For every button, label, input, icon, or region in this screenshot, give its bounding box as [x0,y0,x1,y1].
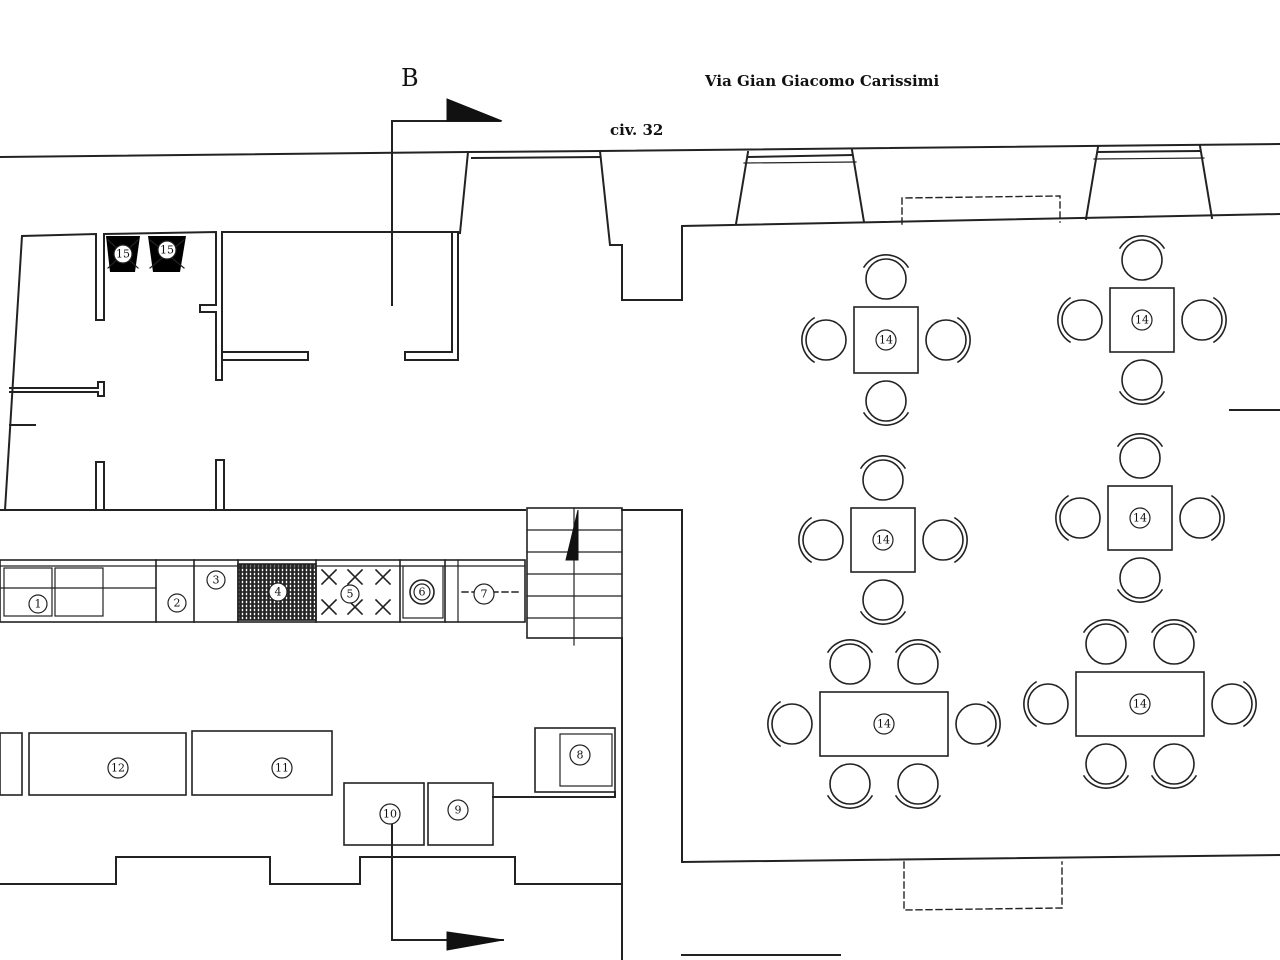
civic-number-label: civ. 32 [610,121,663,139]
table-number-label: 14 [877,718,891,731]
equipment-labels-counter: 1 2 3 4 5 6 7 [28,570,495,614]
chair [925,316,971,364]
service-rooms [0,230,683,511]
chair [801,316,847,364]
table-number-label: 14 [876,534,890,547]
dining-table-5: 14 [767,639,1001,809]
chair [922,516,968,564]
equipment-label-6: 6 [419,586,426,599]
fixture-label: 15 [116,248,130,261]
dining-table-6: 14 [1023,619,1257,789]
fixture-15a: 15 [106,236,140,272]
chair [1118,359,1166,405]
equipment-label-3: 3 [213,574,220,587]
dining-table-2: 14 [1057,235,1227,405]
street-name-label: Via Gian Giacomo Carissimi [704,72,940,90]
table-top [1109,287,1175,353]
chair [862,380,910,426]
dining-table-4: 14 [1055,433,1225,603]
chair [826,763,874,809]
section-line-top [391,98,503,306]
chair [1181,296,1227,344]
equipment-label-12: 12 [111,762,125,775]
chair [862,254,910,300]
chair [798,516,844,564]
equipment-labels-lower: 8 9 10 11 12 [107,744,591,825]
chair [1023,680,1069,728]
fixture-15b: 15 [148,236,186,272]
chair [859,579,907,625]
table-number-label: 14 [879,334,893,347]
equipment-label-11: 11 [275,762,289,775]
exterior-walls [0,142,1280,956]
dining-table-1: 14 [801,254,971,426]
chair [1082,743,1130,789]
chair [1116,433,1164,479]
chair [894,763,942,809]
lower-kitchen [0,727,623,885]
equipment-label-2: 2 [174,597,181,610]
dining-table-3: 14 [798,455,968,625]
chair [894,639,942,685]
chair [1116,557,1164,603]
staircase [526,507,623,960]
equipment-label-10: 10 [383,808,397,821]
equipment-label-8: 8 [577,749,584,762]
chair [1179,494,1225,542]
chair [955,700,1001,748]
equipment-label-7: 7 [481,588,488,601]
chair [1055,494,1101,542]
chair [1082,619,1130,665]
chair [1150,619,1198,665]
dining-room: 14 14 14 14 14 14 [767,235,1257,809]
section-line-bottom [391,821,504,951]
chair [859,455,907,501]
fixture-label: 15 [160,244,174,257]
equipment-label-4: 4 [275,586,282,599]
chair [1118,235,1166,281]
section-marker-top: B [401,64,419,92]
chair [826,639,874,685]
chair [1211,680,1257,728]
chair [1150,743,1198,789]
equipment-label-1: 1 [35,598,42,611]
kitchen-counter [0,559,526,623]
chair [767,700,813,748]
equipment-label-9: 9 [455,804,462,817]
table-number-label: 14 [1135,314,1149,327]
equipment-label-5: 5 [347,588,354,601]
table-number-label: 14 [1133,512,1147,525]
table-number-label: 14 [1133,698,1147,711]
chair [1057,296,1103,344]
